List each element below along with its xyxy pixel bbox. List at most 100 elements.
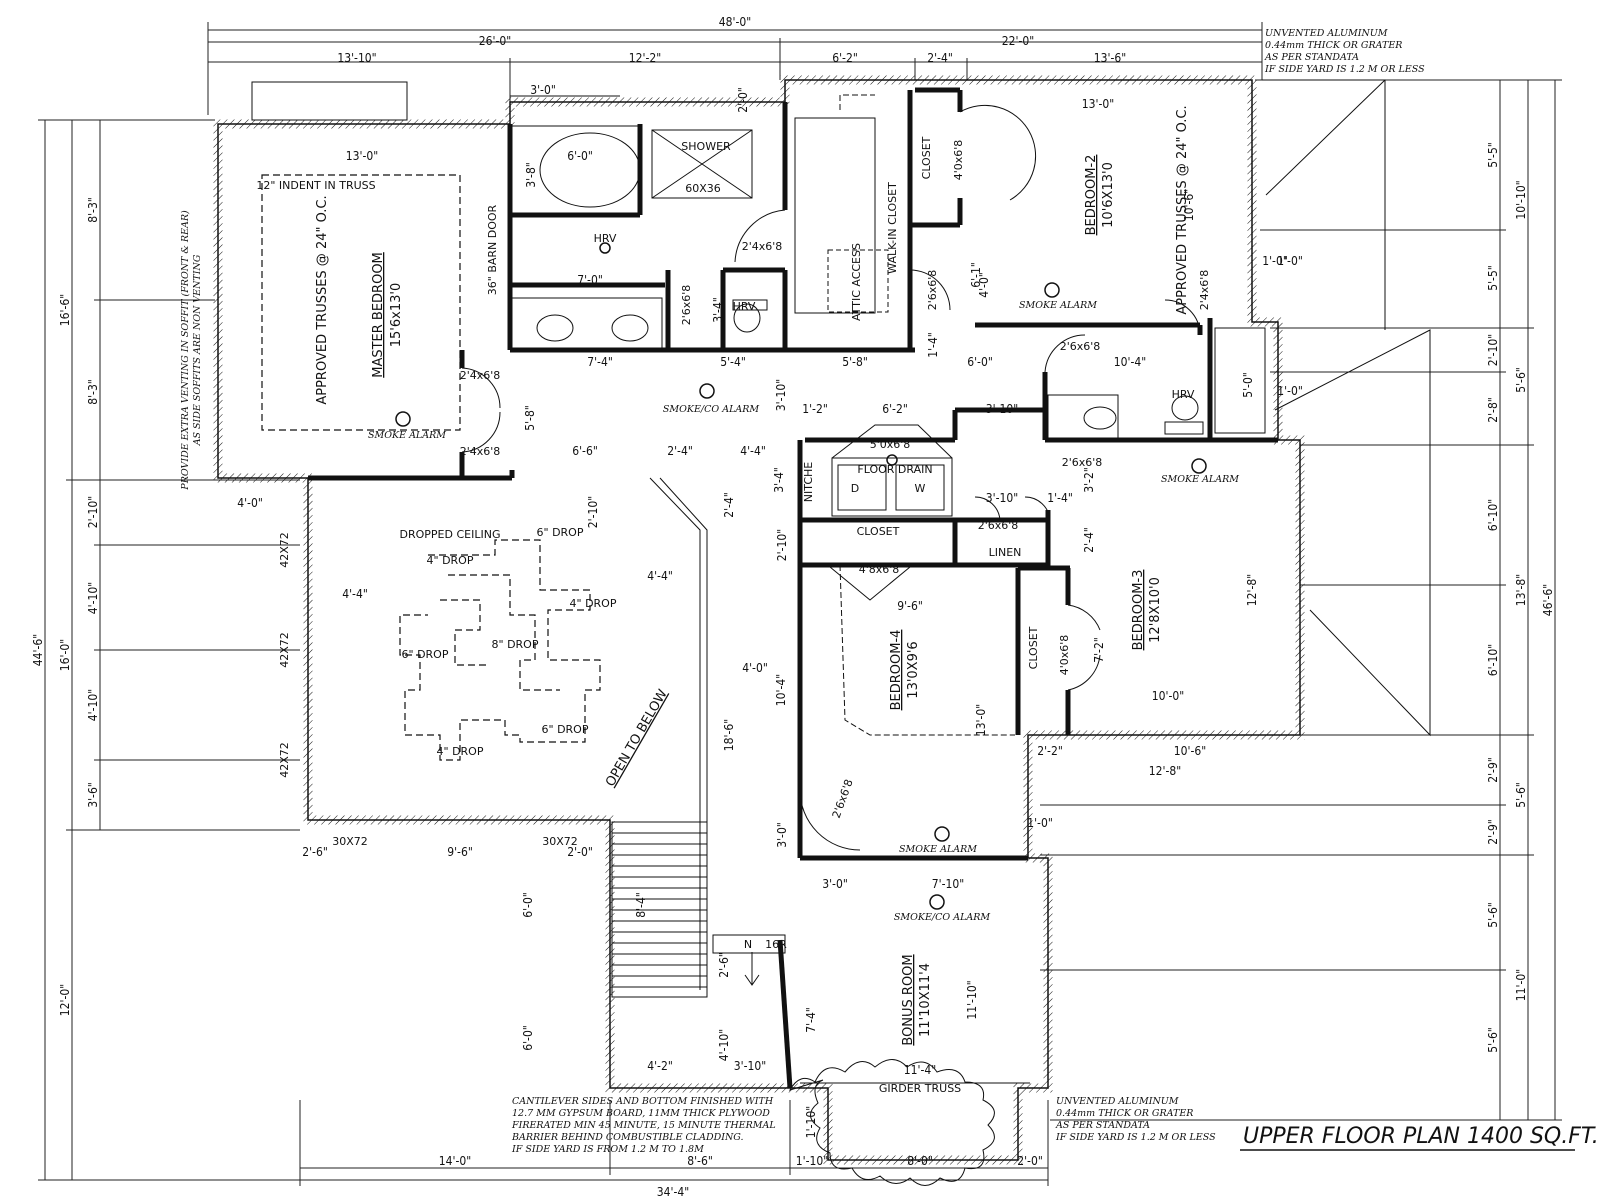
label-closet-b2: CLOSET — [920, 136, 933, 179]
door-master-a: 2'4x6'8 — [460, 369, 501, 382]
room-b3-size: 12'8X10'0 — [1148, 577, 1163, 643]
door-swings — [461, 94, 1201, 851]
dim-left-minor-1: 8'-3" — [86, 197, 100, 223]
door-bath-main: 2'6x6'8 — [926, 270, 939, 311]
label-hrv-3: HRV — [1172, 388, 1195, 401]
dim-right-minor-10: 5'-6" — [1486, 1027, 1500, 1053]
dim-left-minor-3: 2'-10" — [86, 496, 100, 528]
label-stair-count: 16R — [765, 938, 787, 951]
room-bonus-size: 11'10X11'4 — [918, 963, 933, 1037]
idim-54: 2'-0" — [567, 845, 593, 859]
idim-60: 2'-6" — [717, 952, 731, 978]
dim-right-minor-2: 5'-5" — [1486, 265, 1500, 291]
label-smoke-co-bonus: SMOKE/CO ALARM — [894, 912, 991, 923]
idim-25: 3'-10" — [986, 402, 1018, 416]
plan-title: UPPER FLOOR PLAN 1400 SQ.FT. — [1243, 1124, 1599, 1149]
dim-top-total: 48'-0" — [719, 15, 751, 29]
door-b3-entry: 2'6x6'8 — [978, 519, 1019, 532]
idim-41: 9'-6" — [897, 599, 923, 613]
note-cantilever: CANTILEVER SIDES AND BOTTOM FINISHED WIT… — [511, 1096, 776, 1155]
idim-38: 4'-4" — [647, 569, 673, 583]
idim-17: 6'-0" — [967, 355, 993, 369]
label-walk-in-closet: WALK-IN CLOSET — [886, 182, 899, 274]
idim-18: 10'-4" — [1114, 355, 1146, 369]
label-hrv-1: HRV — [594, 232, 617, 245]
label-drop-2: 4" DROP — [427, 554, 474, 567]
idim-52: 2'-6" — [302, 845, 328, 859]
idim-21: 3'-10" — [774, 379, 788, 411]
idim-68: 1'-10" — [804, 1106, 818, 1138]
note-br-line-4: IF SIDE YARD IS 1.2 M OR LESS — [1055, 1132, 1216, 1143]
idim-7: 13'-0" — [1082, 97, 1114, 111]
idim-13: 10'-6" — [1182, 189, 1196, 221]
idim-31: 1'-4" — [1047, 491, 1073, 505]
idim-69: 4'-0" — [977, 272, 991, 298]
dim-left-major-1: 16'-6" — [58, 294, 72, 326]
idim-14: 7'-4" — [587, 355, 613, 369]
room-master-size: 15'6x13'0 — [389, 283, 404, 347]
window-2: 42X72 — [278, 632, 291, 668]
fixtures — [511, 117, 1266, 517]
idim-57: 3'-0" — [822, 877, 848, 891]
idim-36: 4'-0" — [237, 496, 263, 510]
door-b3-closet: 4'0x6'8 — [1058, 635, 1071, 676]
dim-top-seg-4: 2'-4" — [927, 51, 953, 65]
door-hall-closet-a: 2'6x6'8 — [1062, 456, 1103, 469]
idim-27: 2'-4" — [667, 444, 693, 458]
note-br-line-1: UNVENTED ALUMINUM — [1056, 1096, 1179, 1107]
note-cl-line-3: FIRERATED MIN 45 MINUTE, 15 MINUTE THERM… — [511, 1120, 776, 1131]
label-drop-6: 6" DROP — [542, 723, 589, 736]
room-b3-name: BEDROOM-3 — [1131, 570, 1146, 651]
dim-left-minor-6: 3'-6" — [86, 782, 100, 808]
idim-62: 4'-10" — [717, 1029, 731, 1061]
label-closet-b3: CLOSET — [1027, 626, 1040, 669]
idim-0: 13'-0" — [346, 149, 378, 163]
idim-64: 11'-10" — [965, 980, 979, 1019]
label-drop-4: 6" DROP — [402, 648, 449, 661]
idim-42: 12'-8" — [1245, 574, 1259, 606]
idim-11: 1'-4" — [926, 332, 940, 358]
idim-34: 2'-10" — [775, 529, 789, 561]
room-master-name: MASTER BEDROOM — [371, 252, 386, 378]
idim-9: 6'-1" — [969, 262, 983, 288]
dim-bottom-total: 34'-4" — [657, 1185, 689, 1199]
idim-12: 1'-0" — [1262, 254, 1288, 268]
idim-26: 6'-6" — [572, 444, 598, 458]
dim-left-major-3: 12'-0" — [58, 984, 72, 1016]
idim-55: 3'-0" — [775, 822, 789, 848]
idim-6: 3'-4" — [711, 297, 725, 323]
idim-51: 1'-0" — [1027, 816, 1053, 830]
dim-left-minor-5: 4'-10" — [86, 689, 100, 721]
dim-top-seg-2: 12'-2" — [629, 51, 661, 65]
note-soffit-line-1: PROVIDE EXTRA VENTING IN SOFFIT (FRONT &… — [180, 210, 191, 491]
dim-bottom-seg-5: 2'-0" — [1017, 1154, 1043, 1168]
dim-right-major-4: 5'-6" — [1514, 782, 1528, 808]
dim-right-major-1: 10'-10" — [1514, 180, 1528, 219]
idim-67: 11'-4" — [904, 1063, 936, 1077]
idim-61: 6'-0" — [521, 1025, 535, 1051]
label-drop-7: 4" DROP — [437, 745, 484, 758]
dim-right-minor-7: 2'-9" — [1486, 757, 1500, 783]
idim-58: 6'-0" — [521, 892, 535, 918]
label-smoke-b4: SMOKE ALARM — [899, 844, 977, 855]
dim-right-minor-1: 5'-5" — [1486, 142, 1500, 168]
dim-right-minor-8: 2'-9" — [1486, 819, 1500, 845]
idim-53: 9'-6" — [447, 845, 473, 859]
dim-left-major-2: 16'-0" — [58, 639, 72, 671]
label-smoke-b2: SMOKE ALARM — [1019, 300, 1097, 311]
label-girder-truss: GIRDER TRUSS — [879, 1082, 961, 1095]
note-cl-line-5: IF SIDE YARD IS FROM 1.2 M TO 1.8M — [511, 1144, 704, 1155]
dim-right-major-2: 5'-6" — [1514, 367, 1528, 393]
dim-right-minor-6: 6'-10" — [1486, 644, 1500, 676]
note-soffit: PROVIDE EXTRA VENTING IN SOFFIT (FRONT &… — [180, 210, 203, 491]
dim-top-left: 26'-0" — [479, 34, 511, 48]
window-1: 42X72 — [278, 532, 291, 568]
idim-40: 10'-4" — [774, 674, 788, 706]
label-dropped-ceiling: DROPPED CEILING — [400, 528, 501, 541]
room-bonus-name: BONUS ROOM — [901, 954, 916, 1045]
dim-top-seg-1: 13'-10" — [337, 51, 376, 65]
window-4: 30X72 — [332, 835, 368, 848]
dim-right-minor-3: 2'-10" — [1486, 334, 1500, 366]
interior-walls — [308, 87, 1278, 1089]
idim-2: 6'-0" — [567, 149, 593, 163]
